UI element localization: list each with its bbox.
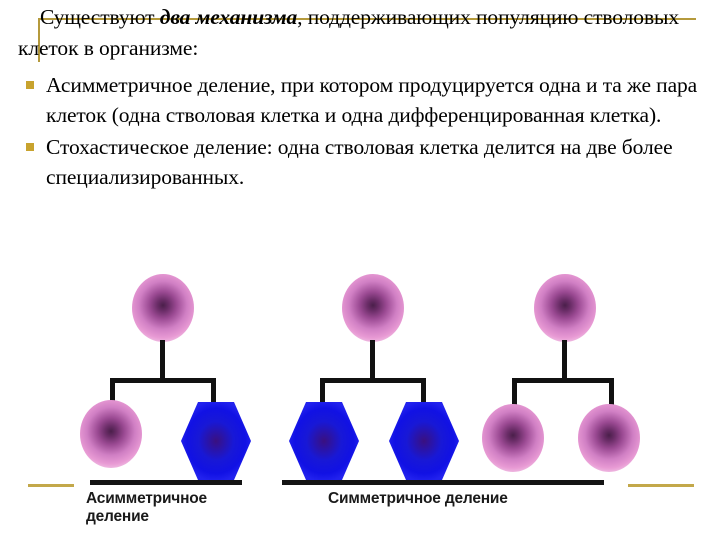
square-bullet-icon	[26, 143, 34, 151]
square-bullet-icon	[26, 81, 34, 89]
caption-rule-symmetric	[282, 480, 604, 485]
lead-paragraph-before: Существуют	[40, 5, 160, 29]
connector-vertical-right	[609, 378, 614, 410]
slide-text-block: Существуют два механизма, поддерживающих…	[18, 2, 708, 194]
stem-cell-parent	[342, 274, 404, 342]
stem-cell-parent	[132, 274, 194, 342]
mechanism-bullet-list: Асимметричное деление, при котором проду…	[18, 70, 708, 192]
list-item-label: Асимметричное деление, при котором проду…	[46, 73, 698, 127]
connector-vertical-parent	[370, 340, 375, 382]
stem-cell-daughter	[482, 404, 544, 472]
connector-vertical-left	[512, 378, 517, 410]
list-item-label: Стохастическое деление: одна стволовая к…	[46, 135, 673, 189]
lead-paragraph: Существуют два механизма, поддерживающих…	[18, 2, 708, 64]
diagram-group-symmetric-self-renewing	[478, 258, 678, 488]
diagram-group-symmetric-differentiating	[288, 258, 490, 488]
differentiated-cell-daughter	[388, 400, 460, 482]
lead-paragraph-after: , поддерживающих популяцию стволовых кле…	[18, 5, 679, 60]
connector-vertical-parent	[160, 340, 165, 382]
list-item: Асимметричное деление, при котором проду…	[18, 70, 708, 130]
decorative-accent-left	[28, 484, 74, 487]
connector-vertical-left	[320, 378, 325, 408]
list-item: Стохастическое деление: одна стволовая к…	[18, 132, 708, 192]
connector-horizontal	[110, 378, 216, 383]
diagram-group-asymmetric	[80, 258, 288, 488]
caption-symmetric: Симметричное деление	[328, 490, 508, 507]
differentiated-cell-daughter	[288, 400, 360, 482]
connector-vertical-parent	[562, 340, 567, 382]
decorative-left-rule	[38, 18, 40, 62]
stem-cell-daughter	[80, 400, 142, 468]
decorative-top-rule	[38, 18, 696, 20]
caption-asymmetric: Асимметричное деление	[86, 490, 207, 525]
stem-cell-daughter	[578, 404, 640, 472]
differentiated-cell-daughter	[180, 400, 252, 482]
connector-horizontal	[512, 378, 614, 383]
connector-vertical-right	[421, 378, 426, 408]
stem-cell-parent	[534, 274, 596, 342]
connector-vertical-left	[110, 378, 115, 410]
caption-rule-asymmetric	[90, 480, 242, 485]
decorative-accent-right	[628, 484, 694, 487]
connector-vertical-right	[211, 378, 216, 408]
connector-horizontal	[320, 378, 426, 383]
lead-paragraph-emphasis: два механизма	[159, 5, 298, 29]
cell-division-diagram: Асимметричное деление Симметричное делен…	[0, 258, 720, 540]
